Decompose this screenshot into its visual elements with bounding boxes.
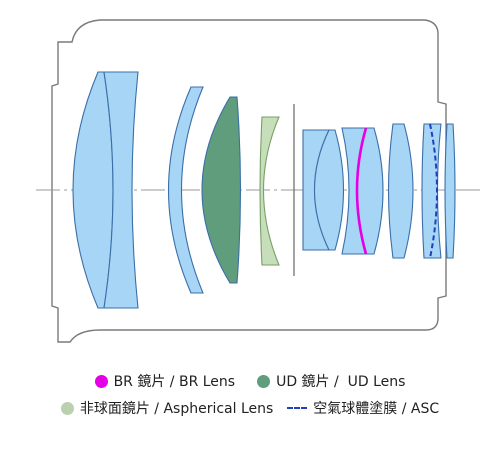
lens-element-7 [313, 129, 345, 251]
lens-element-11 [421, 123, 442, 259]
legend-asc: 空氣球體塗膜 / ASC [287, 398, 439, 418]
lens-element-1 [72, 71, 114, 309]
legend-asc-label: 空氣球體塗膜 / ASC [313, 401, 440, 417]
lens-element-3 [168, 86, 204, 294]
legend-br-label: BR 鏡片 / BR Lens [113, 374, 236, 390]
lens-element-2 [103, 71, 139, 309]
aspherical-lens-element [259, 116, 280, 266]
dashed-line-icon [287, 407, 308, 409]
pale-green-dot-icon [60, 401, 74, 415]
green-dot-icon [257, 374, 271, 388]
br-lens-interface [355, 127, 368, 255]
legend-aspherical: 非球面鏡片 / Aspherical Lens [60, 398, 274, 418]
ud-lens-element [201, 96, 242, 284]
asc-coating [429, 123, 438, 259]
legend-ud: UD 鏡片 / UD Lens [257, 371, 405, 391]
lens-barrel-outline [51, 19, 447, 343]
legend-ud-label: UD 鏡片 / UD Lens [276, 374, 406, 390]
lens-construction-diagram [36, 19, 482, 343]
legend-br: BR 鏡片 / BR Lens [94, 371, 236, 391]
magenta-dot-icon [94, 374, 108, 388]
legend-row-2: 非球面鏡片 / Aspherical Lens 空氣球體塗膜 / ASC [0, 397, 500, 419]
legend-row-1: BR 鏡片 / BR Lens UD 鏡片 / UD Lens [0, 370, 500, 392]
lens-element-12 [444, 123, 456, 259]
legend-aspherical-label: 非球面鏡片 / Aspherical Lens [79, 401, 274, 417]
lens-element-10 [387, 123, 414, 259]
